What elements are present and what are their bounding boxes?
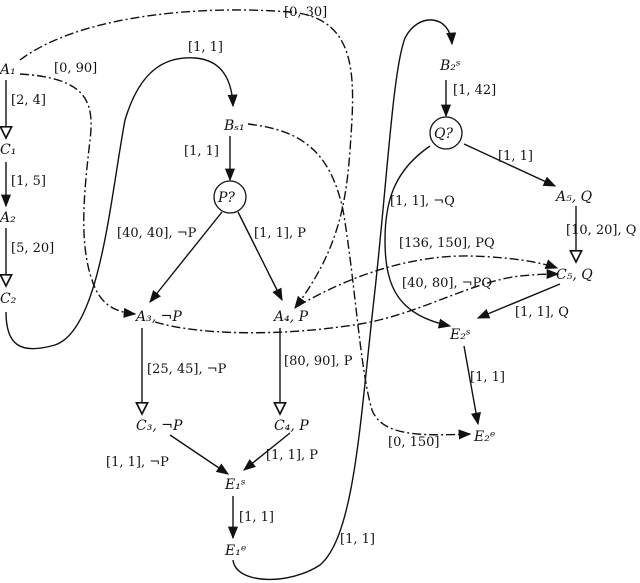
label-q-a5: [1, 1]	[498, 149, 533, 164]
decision-q-circle	[429, 116, 463, 150]
edge-q-e2s	[384, 145, 452, 329]
node-b2s: B₂ˢ	[439, 58, 461, 74]
edge-e2s-e2e	[463, 345, 481, 426]
label-e2s-e2e: [1, 1]	[470, 370, 505, 385]
node-c5: C₅, Q	[556, 267, 593, 283]
edge-q-a5	[463, 143, 557, 187]
edge-a3-c5	[154, 268, 560, 334]
node-e2e: E₂ᵉ	[473, 429, 495, 445]
edge-c4-e1s	[243, 432, 291, 471]
edge-c3-e1s	[169, 434, 230, 475]
node-a1: A₁	[0, 62, 16, 78]
label-p-a4: [1, 1], P	[254, 226, 306, 241]
label-a3-c5: [40, 80], ¬PQ	[402, 276, 492, 291]
label-a4-c4: [80, 90], P	[284, 354, 353, 369]
node-c2: C₂	[0, 291, 17, 307]
edge-labels: [2, 4] [1, 5] [5, 20] [0, 90] [0, 30] [1…	[11, 5, 636, 547]
node-a4: A₄, P	[272, 309, 309, 325]
label-b1s-e2e: [0, 150]	[388, 435, 440, 450]
label-p-a3: [40, 40], ¬P	[117, 226, 197, 241]
label-e1s-e1e: [1, 1]	[239, 510, 274, 525]
label-c1-a2: [1, 5]	[11, 174, 46, 189]
label-a1-a3: [0, 90]	[54, 61, 97, 76]
label-b1s-p: [1, 1]	[184, 144, 219, 159]
decision-p-circle	[213, 180, 247, 214]
edge-p-a4	[237, 211, 283, 302]
node-a2: A₂	[0, 210, 16, 226]
label-b2s-q: [1, 42]	[453, 83, 496, 98]
label-e1e-b2s: [1, 1]	[340, 532, 375, 547]
label-c4-e1s: [1, 1], P	[266, 448, 318, 463]
node-b1s: Bₛ₁	[223, 118, 245, 134]
edge-p-a3	[149, 211, 223, 303]
label-a3-c3: [25, 45], ¬P	[147, 362, 227, 377]
nodes: A₁ C₁ A₂ C₂ Bₛ₁ P? A₃, ¬P A₄, P C₃, ¬P C…	[0, 58, 593, 559]
label-a1-b2s: [0, 30]	[284, 5, 327, 20]
node-c4: C₄, P	[274, 418, 309, 434]
label-a5-c5: [10, 20], Q	[566, 223, 636, 238]
edge-a1-b2s	[19, 9, 354, 310]
node-q: Q?	[434, 126, 453, 142]
edge-a1-a3	[19, 73, 137, 318]
node-e1s: E₁ˢ	[224, 477, 246, 493]
label-a1-c1: [2, 4]	[11, 93, 46, 108]
edge-e1e-b2s	[232, 19, 457, 581]
edge-b1s-e2e	[247, 123, 472, 440]
node-c1: C₁	[0, 142, 16, 158]
edge-c2-b1s	[5, 57, 238, 350]
node-p: P?	[217, 190, 235, 206]
node-c3: C₃, ¬P	[136, 418, 183, 434]
node-e1e: E₁ᵉ	[224, 543, 246, 559]
label-a4-c5: [136, 150], PQ	[399, 236, 495, 251]
node-a3: A₃, ¬P	[134, 309, 182, 325]
label-q-e2s: [1, 1], ¬Q	[390, 194, 455, 209]
edge-c5-e2s	[476, 283, 561, 319]
edge-a4-c5	[297, 255, 559, 307]
node-e2s: E₂ˢ	[449, 327, 471, 343]
node-a5: A₅, Q	[554, 189, 593, 205]
label-c3-e1s: [1, 1], ¬P	[106, 455, 169, 470]
label-a2-c2: [5, 20]	[11, 241, 54, 256]
label-c5-e2s: [1, 1], Q	[515, 305, 569, 320]
label-c2-b1s: [1, 1]	[188, 40, 223, 55]
